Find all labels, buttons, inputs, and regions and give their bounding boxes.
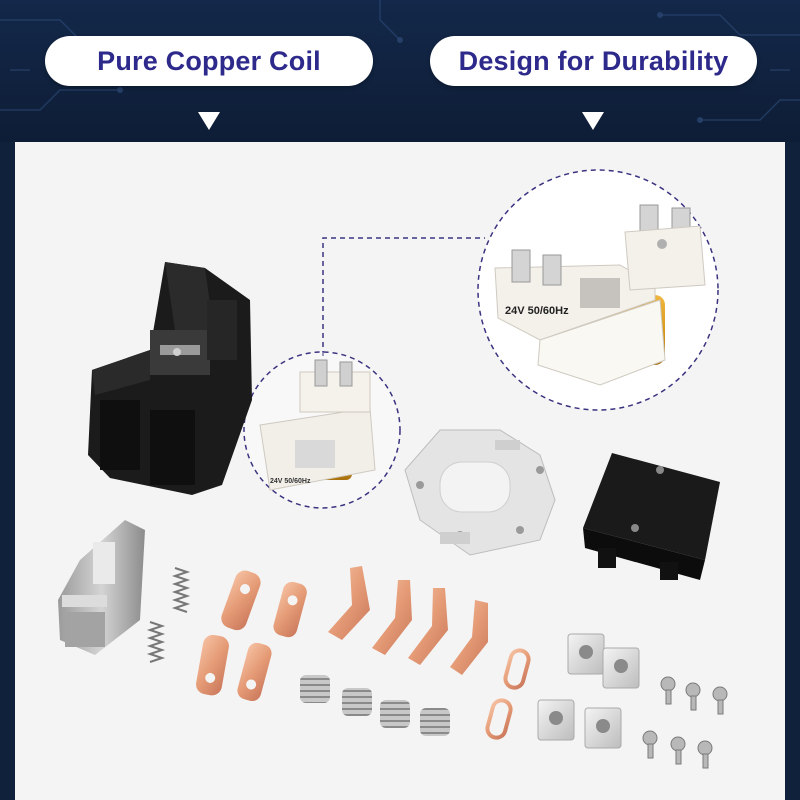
right-frame bbox=[785, 142, 800, 800]
coil-marking-small: 24V 50/60Hz bbox=[270, 478, 311, 485]
pure-copper-coil-label: Pure Copper Coil bbox=[45, 36, 373, 86]
copper-terminal-icon bbox=[196, 570, 307, 702]
spring-icon bbox=[146, 567, 191, 663]
copper-ring-icon bbox=[485, 648, 531, 740]
coil-assembly-large-icon: 24V 50/60Hz bbox=[494, 204, 706, 386]
product-parts-illustration: 24V 50/60Hz 24V 50/60Hz bbox=[58, 169, 728, 769]
coil-assembly-small-icon: 24V 50/60Hz bbox=[259, 359, 376, 491]
design-for-durability-label: Design for Durability bbox=[430, 36, 757, 86]
product-photo: 24V 50/60Hz 24V 50/60Hz bbox=[15, 142, 785, 800]
set-screw-icon bbox=[300, 675, 450, 736]
bent-contact-icon bbox=[328, 566, 488, 675]
left-frame bbox=[0, 142, 15, 800]
coil-marking-large: 24V 50/60Hz bbox=[505, 305, 569, 317]
contactor-housing-icon bbox=[88, 262, 252, 495]
cover-block-icon bbox=[583, 453, 720, 580]
down-arrow-right-icon bbox=[582, 112, 604, 130]
magnet-core-icon bbox=[58, 520, 145, 655]
pure-copper-coil-text: Pure Copper Coil bbox=[97, 45, 321, 76]
mounting-plate-icon bbox=[404, 429, 556, 556]
terminal-lug-icon bbox=[537, 633, 640, 749]
down-arrow-left-icon bbox=[198, 112, 220, 130]
design-for-durability-text: Design for Durability bbox=[458, 45, 729, 76]
screw-icon bbox=[642, 676, 728, 769]
